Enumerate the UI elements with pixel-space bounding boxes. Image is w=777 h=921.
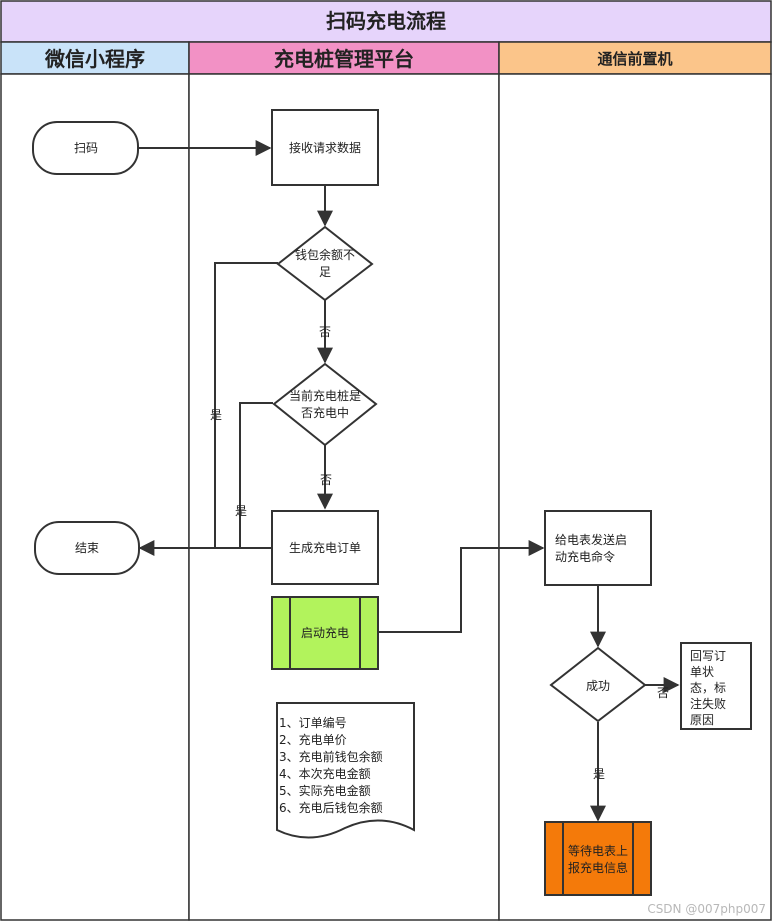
order-field-4: 4、本次充电金额 (279, 766, 371, 781)
order-field-2: 2、充电单价 (279, 732, 347, 747)
node-end: 结束 (34, 521, 140, 575)
node-start-charge-label: 启动充电 (301, 625, 349, 640)
lane-header-gateway (498, 41, 772, 75)
edge-start-to-cmd (378, 540, 545, 633)
lane-title-platform: 充电桩管理平台 (274, 47, 414, 71)
node-create-order: 生成充电订单 (271, 510, 379, 585)
edge-label-pile-no: 否 (320, 473, 332, 487)
node-send-command-line-1: 给电表发送启 (555, 532, 627, 547)
lane-body-gateway (498, 73, 772, 921)
lane-body-miniprogram (0, 73, 190, 921)
wait-report-line-2: 报充电信息 (568, 860, 628, 875)
decision-success: 成功 (549, 646, 647, 723)
edge-label-success-yes: 是 (593, 767, 605, 781)
edge-label-wallet-yes: 是 (210, 408, 222, 422)
node-receive-request: 接收请求数据 (271, 109, 379, 186)
writeback-line-1: 回写订 (690, 649, 726, 663)
order-field-1: 1、订单编号 (279, 715, 347, 730)
node-scan-label: 扫码 (74, 141, 98, 155)
node-wait-report: 等待电表上 报充电信息 (544, 821, 652, 896)
decision-pile-line-1: 当前充电桩是 (289, 388, 361, 403)
decision-pile-charging: 当前充电桩是 否充电中 (272, 362, 378, 447)
order-field-5: 5、实际充电金额 (279, 783, 371, 798)
writeback-line-2: 单状 (690, 665, 714, 679)
node-send-command: 给电表发送启 动充电命令 (544, 510, 652, 586)
wait-report-line-1: 等待电表上 (568, 844, 628, 858)
lane-title-miniprogram: 微信小程序 (44, 47, 145, 71)
lane-header-miniprogram (0, 41, 190, 75)
writeback-line-4: 注失败 (690, 696, 726, 711)
edge-wallet-yes (214, 262, 278, 548)
order-field-3: 3、充电前钱包余额 (279, 749, 383, 764)
edge-pile-yes (239, 402, 273, 548)
edge-label-pile-yes: 是 (235, 504, 247, 518)
edges (138, 140, 680, 822)
document-order-fields: 1、订单编号 2、充电单价 3、充电前钱包余额 4、本次充电金额 5、实际充电金… (276, 702, 415, 839)
edge-label-success-no: 否 (657, 686, 669, 700)
pool-title: 扫码充电流程 (326, 9, 446, 33)
edge-label-wallet-no: 否 (319, 325, 331, 339)
decision-success-label: 成功 (586, 679, 610, 693)
node-scan: 扫码 (32, 121, 139, 175)
writeback-line-5: 原因 (690, 713, 714, 727)
lane-title-gateway: 通信前置机 (597, 50, 672, 68)
node-send-command-line-2: 动充电命令 (555, 549, 615, 564)
node-writeback-status: 回写订 单状 态，标 注失败 原因 (680, 642, 752, 730)
node-end-label: 结束 (75, 541, 99, 555)
node-start-charge: 启动充电 (271, 596, 379, 670)
decision-wallet-line-2: 足 (319, 265, 331, 279)
decision-wallet-line-1: 钱包余额不 (295, 247, 355, 262)
order-field-6: 6、充电后钱包余额 (279, 800, 383, 815)
node-receive-label: 接收请求数据 (289, 140, 361, 155)
decision-wallet-balance: 钱包余额不 足 (276, 225, 374, 302)
watermark: CSDN @007php007 (647, 902, 766, 916)
decision-pile-line-2: 否充电中 (301, 405, 349, 420)
pool-title-bar (0, 0, 772, 43)
writeback-line-3: 态，标 (690, 681, 726, 695)
node-create-order-label: 生成充电订单 (289, 540, 361, 555)
